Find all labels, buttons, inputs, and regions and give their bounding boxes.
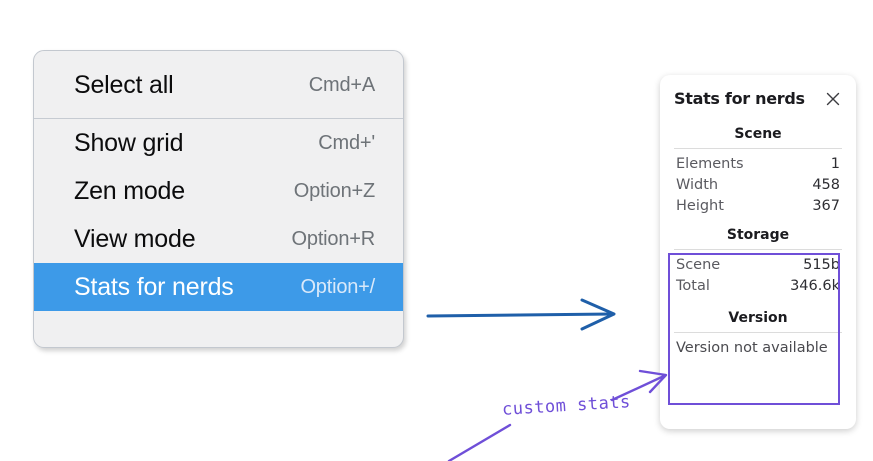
panel-title: Stats for nerds (674, 89, 805, 108)
callout-tail-line (447, 423, 512, 461)
stat-row: Height 367 (674, 195, 842, 216)
menu-item-zen-mode[interactable]: Zen mode Option+Z (34, 167, 403, 215)
menu-item-select-all[interactable]: Select all Cmd+A (34, 61, 403, 109)
section-storage: Storage Scene 515b Total 346.6k (674, 225, 842, 296)
menu-item-shortcut: Option+Z (293, 179, 375, 202)
menu-item-label: Show grid (74, 128, 184, 157)
section-heading: Storage (726, 227, 790, 243)
stat-key: Height (676, 197, 724, 214)
stat-value: 367 (812, 197, 840, 214)
context-menu[interactable]: Select all Cmd+A Show grid Cmd+' Zen mod… (33, 50, 404, 348)
version-text: Version not available (676, 340, 828, 356)
stat-row: Scene 515b (674, 254, 842, 275)
panel-header: Stats for nerds (674, 89, 842, 108)
flow-arrow-icon (426, 298, 616, 331)
close-icon[interactable] (824, 90, 842, 108)
stat-value: 346.6k (790, 277, 840, 294)
menu-item-shortcut: Cmd+A (308, 73, 375, 96)
stat-value: 1 (830, 155, 840, 172)
menu-item-stats-for-nerds[interactable]: Stats for nerds Option+/ (34, 263, 403, 311)
stat-row: Total 346.6k (674, 275, 842, 296)
section-scene: Scene Elements 1 Width 458 Height 367 (674, 124, 842, 216)
menu-group-2: Show grid Cmd+' Zen mode Option+Z View m… (34, 119, 403, 311)
stat-key: Total (676, 277, 710, 294)
menu-item-label: View mode (74, 224, 196, 253)
section-version: Version Version not available (674, 308, 842, 359)
menu-item-shortcut: Cmd+' (318, 131, 375, 154)
stat-key: Scene (676, 256, 721, 273)
stats-for-nerds-panel: Stats for nerds Scene Elements 1 Width 4… (660, 75, 856, 429)
menu-item-label: Stats for nerds (74, 272, 234, 301)
stat-value: 515b (803, 256, 840, 273)
section-divider (674, 332, 842, 333)
stat-row: Elements 1 (674, 153, 842, 174)
section-divider (674, 148, 842, 149)
menu-item-view-mode[interactable]: View mode Option+R (34, 215, 403, 263)
menu-group-1: Select all Cmd+A (34, 61, 403, 109)
section-divider (674, 249, 842, 250)
stat-key: Width (676, 176, 719, 193)
section-heading: Scene (734, 126, 782, 142)
section-heading: Version (728, 310, 788, 326)
stat-key: Elements (676, 155, 744, 172)
menu-item-show-grid[interactable]: Show grid Cmd+' (34, 119, 403, 167)
menu-item-shortcut: Option+/ (300, 275, 375, 298)
menu-item-shortcut: Option+R (291, 227, 376, 250)
menu-separator (34, 118, 403, 119)
menu-item-label: Select all (74, 70, 174, 99)
annotation-label: custom stats (501, 392, 632, 420)
menu-item-label: Zen mode (74, 176, 185, 205)
stat-value: 458 (812, 176, 840, 193)
stat-row: Width 458 (674, 174, 842, 195)
